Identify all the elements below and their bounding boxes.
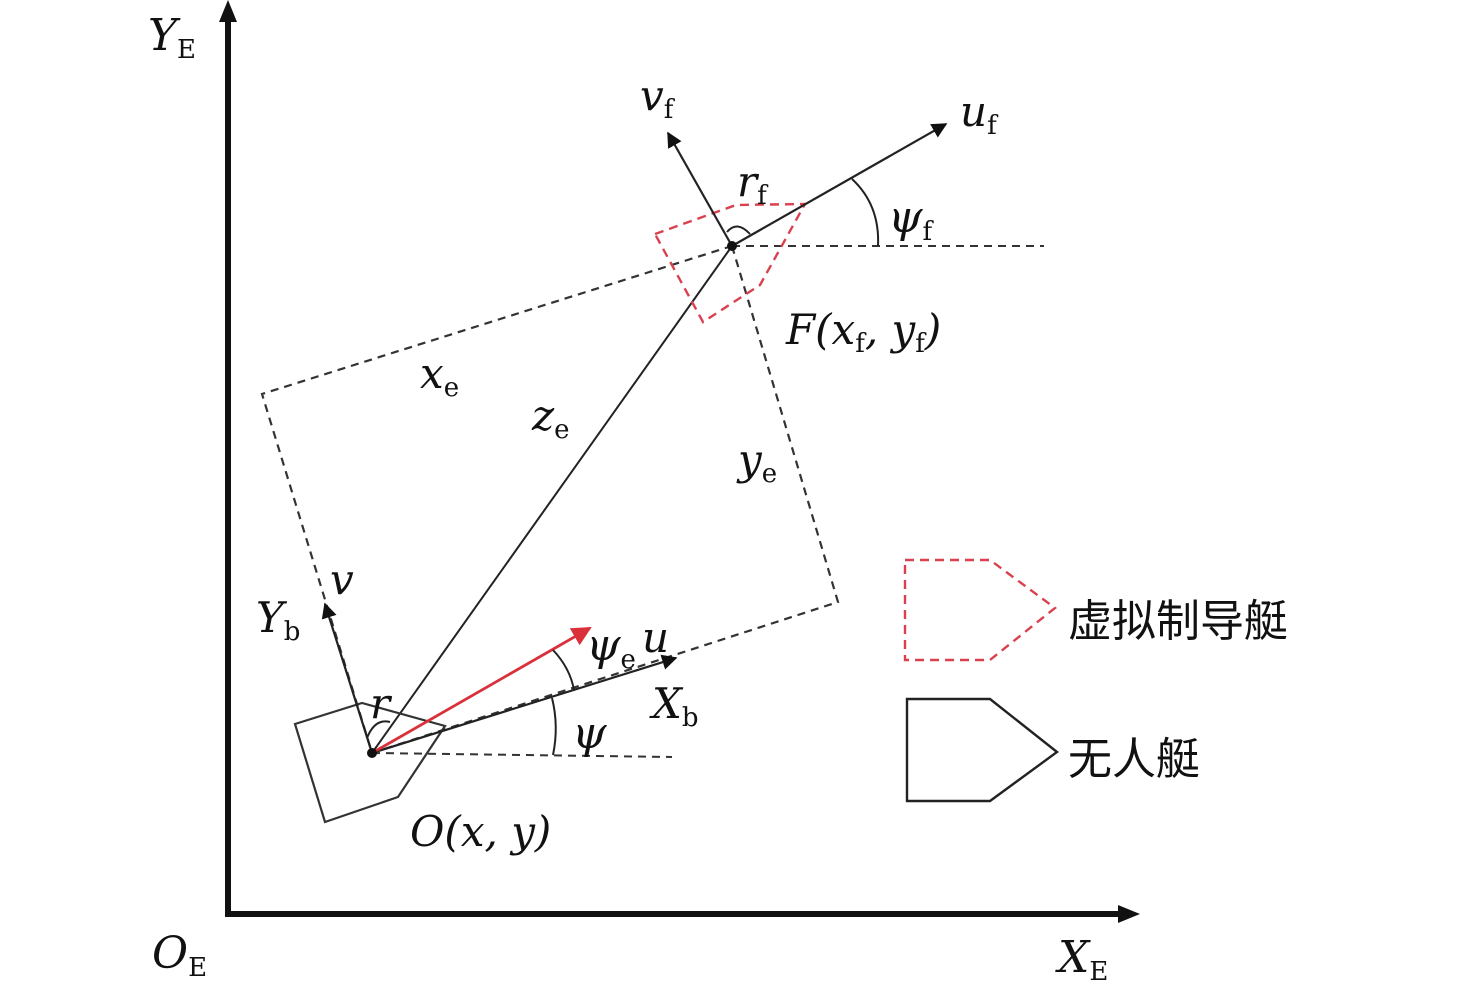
surge-axis-u (371, 654, 678, 755)
virtual-vessel-hull (653, 202, 808, 324)
surge-label: u (642, 613, 669, 662)
legend-virtual-vessel-swatch (903, 558, 1057, 662)
heading-error-arc (552, 649, 575, 691)
body-x-label: Xb (649, 679, 699, 733)
usv-position-label: O(x, y) (410, 807, 551, 856)
heading-label: ψ (572, 708, 607, 759)
virtual-position-label: F(xf, yf) (785, 305, 941, 359)
legend-virtual-vessel-label: 虚拟制导艇 (1068, 596, 1288, 647)
virtual-heading-arc (851, 178, 880, 247)
body-y-label: Yb (256, 593, 300, 647)
x-axis-arrowhead (1118, 905, 1140, 923)
y-axis-arrowhead (219, 0, 237, 22)
usv-hull (293, 701, 447, 824)
y-axis-label: YE (148, 10, 196, 65)
legend-usv-label: 无人艇 (1068, 734, 1200, 785)
error-heading-vector (371, 626, 592, 755)
sway-axis-v (321, 602, 374, 754)
virtual-position-dot (727, 241, 737, 251)
error-y-label: ye (736, 435, 777, 489)
virtual-heading-label: ψf (888, 192, 935, 247)
sway-label: v (330, 555, 354, 604)
virtual-sway-label: vf (640, 71, 676, 125)
heading-error-label: ψe (586, 620, 636, 675)
usv-horizontal-reference (371, 752, 673, 758)
error-x-label: xe (420, 349, 459, 403)
virtual-surge-axis (731, 123, 948, 247)
heading-angle-arc (551, 697, 557, 756)
usv-position-dot (367, 748, 377, 758)
x-axis-label: XE (1055, 932, 1108, 987)
usv-yaw-rate-arc (366, 720, 391, 739)
virtual-surge-label: uf (960, 87, 999, 141)
error-z-label: ze (531, 391, 570, 445)
yaw-rate-label: r (370, 679, 393, 728)
origin-label: OE (152, 928, 207, 983)
virtual-yaw-rate-arc (726, 225, 751, 235)
distance-line-ze (371, 245, 733, 754)
legend-usv-swatch (905, 697, 1059, 803)
virtual-yaw-rate-label: rf (737, 157, 769, 211)
virtual-sway-axis (667, 131, 733, 247)
